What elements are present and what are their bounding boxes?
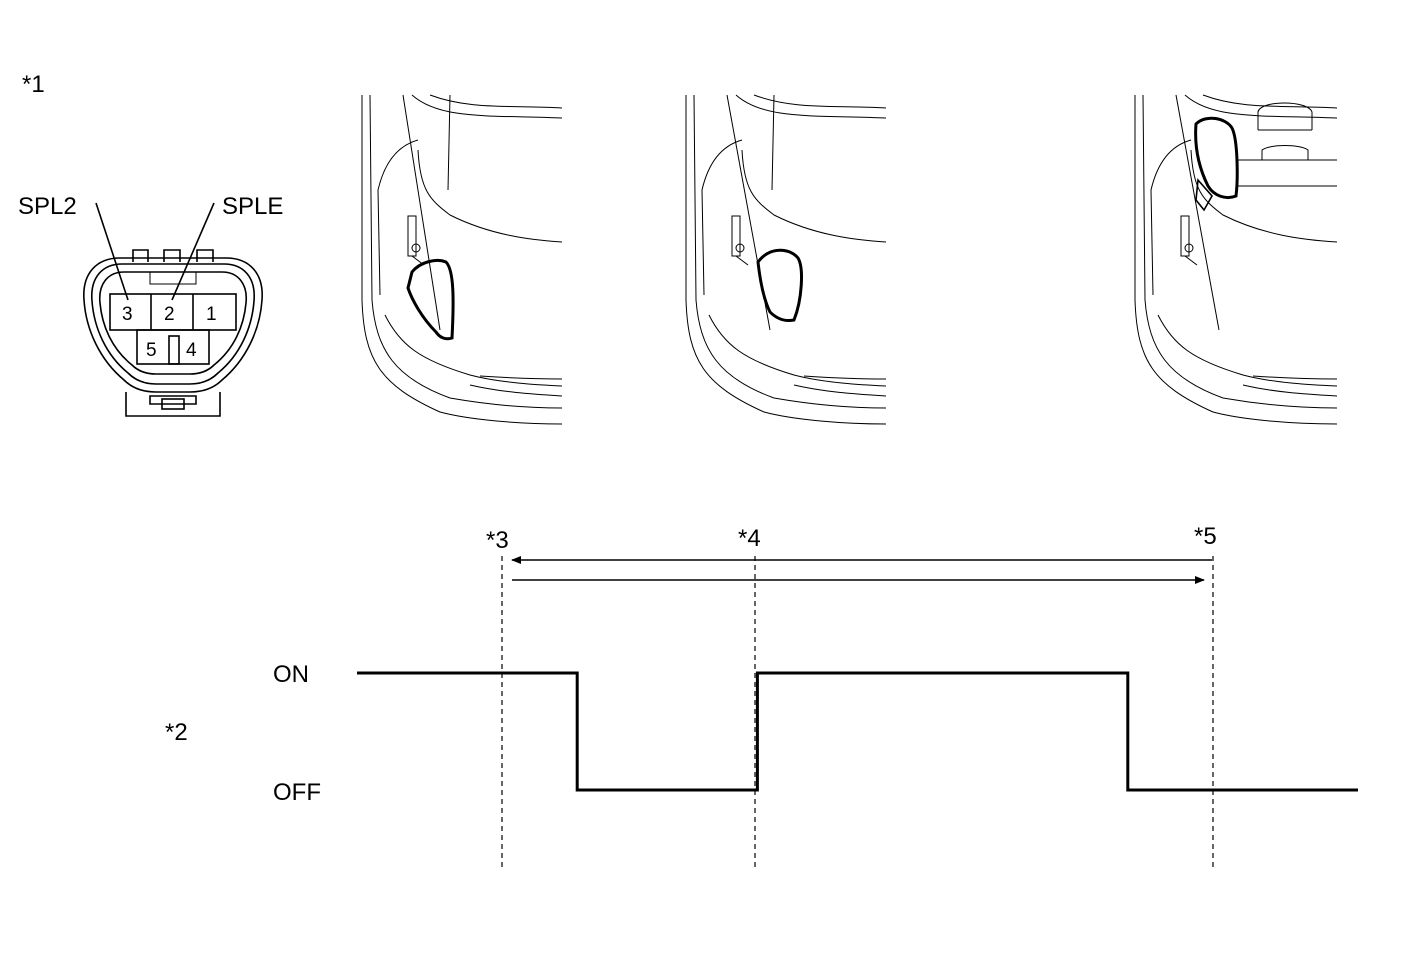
connector-label-sple: SPLE [222, 193, 283, 220]
connector-tab [132, 249, 149, 262]
connector-diagram: SPL2 SPLE 3 2 1 5 4 [18, 193, 283, 417]
pin-4: 4 [186, 340, 197, 361]
connector-housing-middle [91, 263, 255, 385]
leader-line-spl2 [95, 202, 129, 301]
callout-5: *5 [1194, 523, 1217, 550]
callout-3: *3 [486, 527, 509, 554]
level-label-on: ON [273, 661, 309, 688]
connector-housing-inner [99, 271, 247, 375]
callout-2: *2 [165, 719, 188, 746]
connector-lock [125, 392, 221, 417]
callout-4: *4 [738, 525, 761, 552]
signal-waveform [357, 671, 1358, 792]
vehicle-illustration-2 [685, 94, 887, 425]
connector-center-rib [168, 335, 180, 365]
connector-lock-tab [149, 395, 197, 405]
pin-5: 5 [146, 340, 157, 361]
connector-housing-outer [83, 257, 263, 393]
callout-1: *1 [22, 71, 45, 98]
connector-tab [196, 249, 214, 262]
connector-tab [163, 249, 181, 262]
connector-lock-slot [161, 398, 185, 410]
vehicle-illustration-1 [361, 94, 563, 425]
vehicle-illustration-3 [1134, 94, 1338, 425]
level-label-off: OFF [273, 779, 321, 806]
leader-line-sple [171, 202, 215, 301]
pin-3: 3 [122, 304, 133, 325]
connector-label-spl2: SPL2 [18, 193, 77, 220]
pin-2: 2 [164, 304, 175, 325]
pin-1: 1 [206, 304, 217, 325]
connector-key [149, 271, 197, 285]
